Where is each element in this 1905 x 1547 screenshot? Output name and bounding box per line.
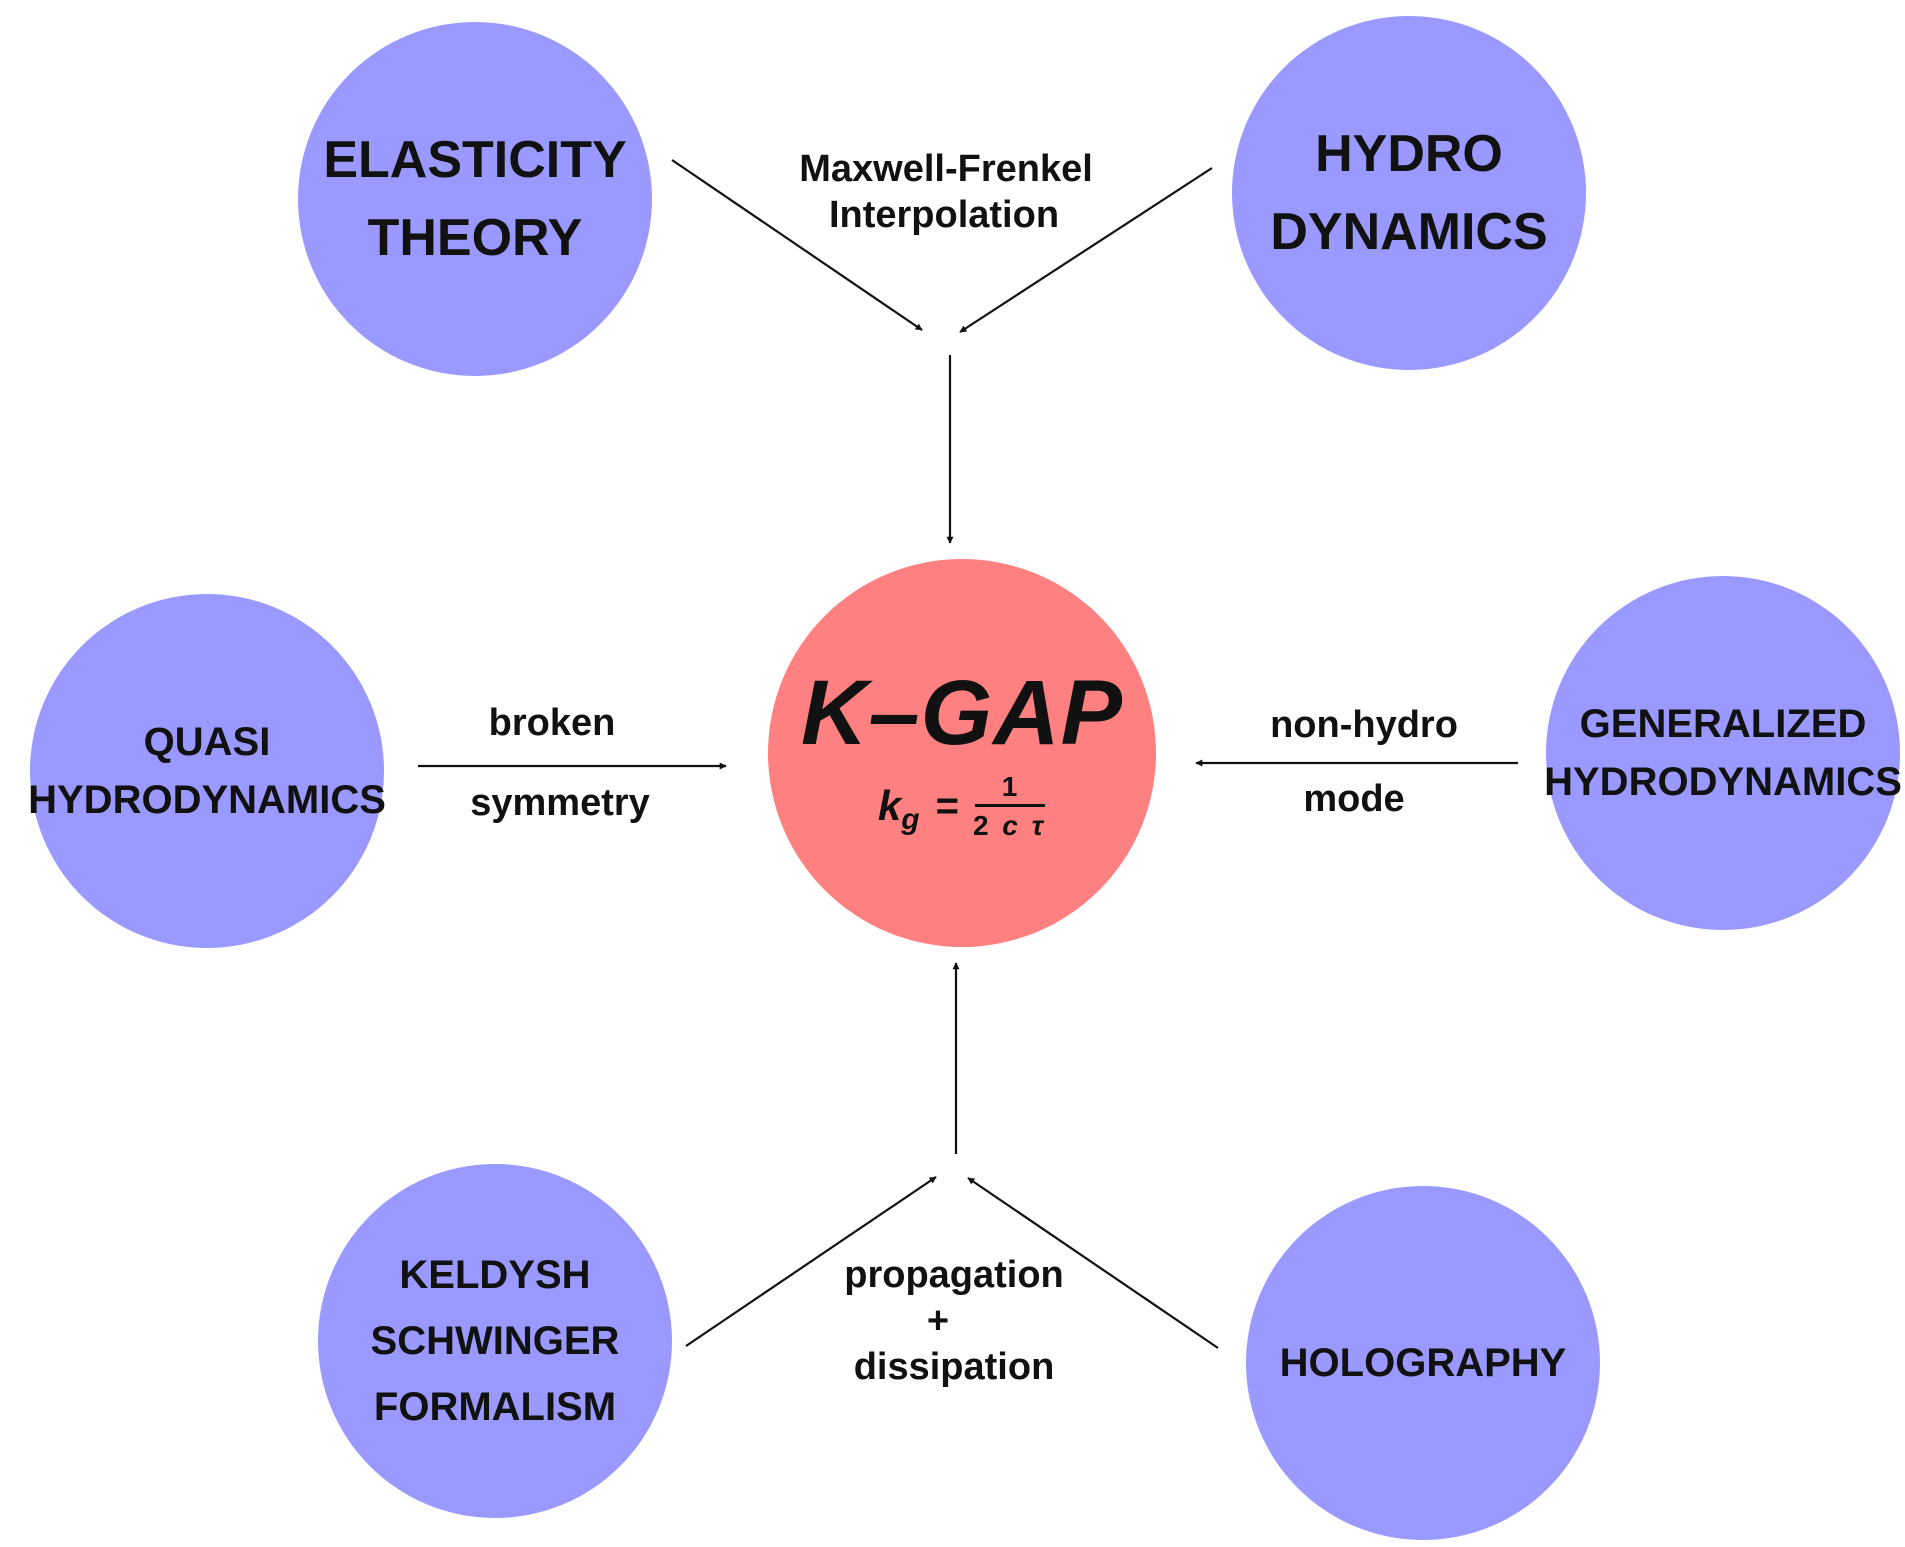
node-holography: HOLOGRAPHY: [1246, 1186, 1600, 1540]
node-label-line: HYDRODYNAMICS: [28, 778, 386, 822]
edge-label-right-line1: non-hydro: [1270, 704, 1458, 746]
kgap-formula: k g = 1 2 c τ: [877, 770, 1047, 841]
arrow-elasticity-to-junction: [671, 159, 923, 331]
formula-subscript: g: [901, 803, 920, 836]
node-label-line: GENERALIZED: [1579, 702, 1867, 746]
formula-denominator-term: 2: [972, 809, 992, 841]
node-label-line: DYNAMICS: [1270, 203, 1548, 261]
kgap-title: K–GAP: [801, 661, 1123, 764]
formula-numerator: 1: [1001, 770, 1018, 802]
node-keldysh-schwinger-formalism: KELDYSH SCHWINGER FORMALISM: [318, 1164, 672, 1518]
node-kgap: K–GAP k g = 1 2 c τ: [768, 559, 1156, 947]
node-label-line: HYDRODYNAMICS: [1544, 760, 1902, 804]
edge-label-bottom-line2: +: [926, 1300, 950, 1342]
formula-denominator: 2 c τ: [972, 809, 1047, 841]
edge-label-top-line1: Maxwell-Frenkel: [799, 148, 1093, 190]
node-hydro-dynamics: HYDRO DYNAMICS: [1232, 16, 1586, 370]
node-label-line: HYDRO: [1315, 125, 1503, 183]
node-label-line: THEORY: [367, 209, 583, 267]
edge-label-bottom-line1: propagation: [844, 1254, 1064, 1296]
formula-equals: =: [935, 783, 959, 828]
node-label-line: FORMALISM: [373, 1385, 617, 1429]
node-elasticity-theory: ELASTICITY THEORY: [298, 22, 652, 376]
node-generalized-hydrodynamics: GENERALIZED HYDRODYNAMICS: [1544, 576, 1902, 930]
node-label-line: KELDYSH: [399, 1253, 591, 1297]
edge-label-right-line2: mode: [1303, 778, 1405, 820]
edge-label-left-line1: broken: [488, 702, 616, 744]
edge-label-top-line2: Interpolation: [828, 194, 1060, 236]
arrow-hydro-to-junction: [959, 167, 1213, 333]
formula-denominator-term: τ: [1031, 809, 1047, 841]
formula-fraction-bar: [974, 803, 1045, 807]
node-label-line: QUASI: [143, 720, 271, 764]
node-label-line: SCHWINGER: [370, 1319, 620, 1363]
node-quasi-hydrodynamics: QUASI HYDRODYNAMICS: [28, 594, 386, 948]
edge-label-left-line2: symmetry: [470, 782, 650, 824]
node-label-line: ELASTICITY: [323, 131, 627, 189]
arrow-keldysh-to-junction: [685, 1176, 937, 1347]
formula-k: k: [877, 782, 902, 829]
formula-fraction: 1 2 c τ: [972, 770, 1047, 841]
formula-denominator-term: c: [1002, 809, 1021, 841]
arrow-holography-to-junction: [967, 1177, 1219, 1349]
edge-label-bottom-line3: dissipation: [853, 1346, 1055, 1388]
node-label-line: HOLOGRAPHY: [1279, 1341, 1567, 1385]
